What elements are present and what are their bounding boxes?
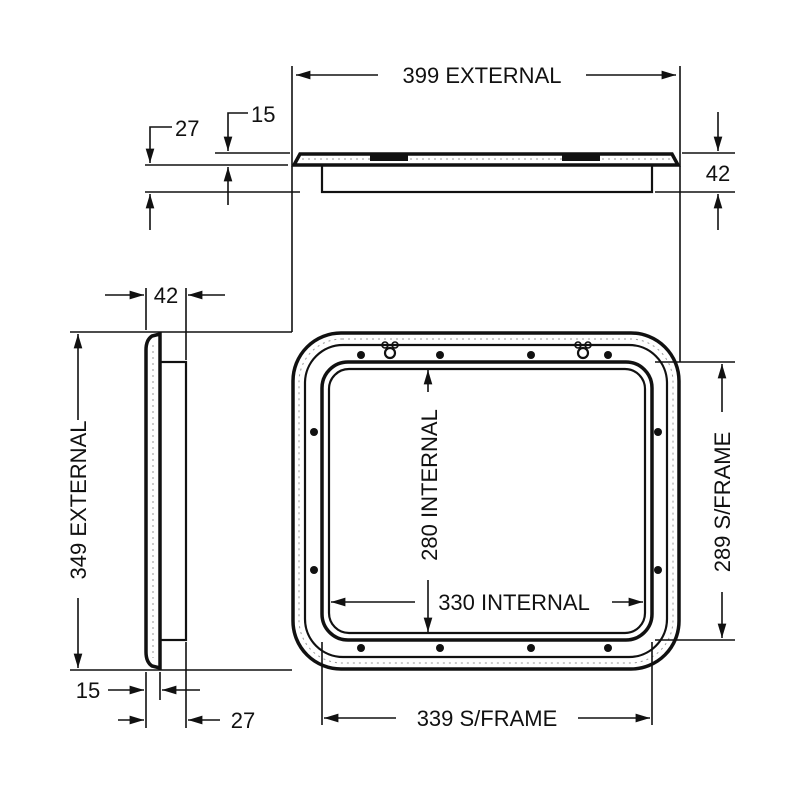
dim-289-subframe: 289 S/FRAME bbox=[710, 432, 735, 573]
side-elevation-view: 349 EXTERNAL 42 15 27 bbox=[66, 283, 292, 733]
bolt-icons bbox=[310, 351, 662, 652]
hinge-icon bbox=[370, 153, 408, 161]
plan-view: 280 INTERNAL 330 INTERNAL 289 S/FRAME 33… bbox=[291, 331, 735, 731]
dim-27-top: 27 bbox=[175, 116, 199, 141]
dim-339-subframe: 339 S/FRAME bbox=[417, 706, 558, 731]
dim-42-side: 42 bbox=[154, 283, 178, 308]
hinge-icon bbox=[562, 153, 600, 161]
dim-399-external: 399 EXTERNAL bbox=[403, 63, 562, 88]
hinge-icon bbox=[381, 341, 399, 360]
dim-15-top: 15 bbox=[251, 102, 275, 127]
dim-330-internal: 330 INTERNAL bbox=[438, 590, 590, 615]
hinge-icon bbox=[574, 341, 592, 360]
dim-27-side: 27 bbox=[231, 708, 255, 733]
dim-42-top: 42 bbox=[706, 161, 730, 186]
dim-349-external: 349 EXTERNAL bbox=[66, 421, 91, 580]
top-elevation-view: 399 EXTERNAL 27 15 42 bbox=[145, 63, 735, 362]
dim-15-side: 15 bbox=[76, 678, 100, 703]
dim-280-internal: 280 INTERNAL bbox=[417, 409, 442, 561]
